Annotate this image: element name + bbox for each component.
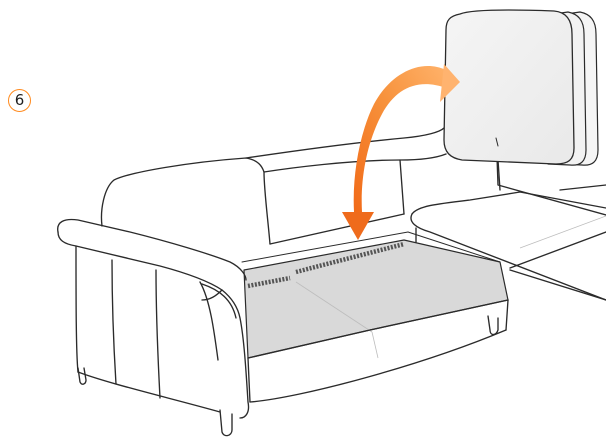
- seat-base: [242, 232, 508, 358]
- curved-arrow-icon: [342, 64, 460, 240]
- backrest: [102, 128, 447, 244]
- back-cushion: [444, 10, 598, 165]
- left-armrest: [58, 220, 249, 436]
